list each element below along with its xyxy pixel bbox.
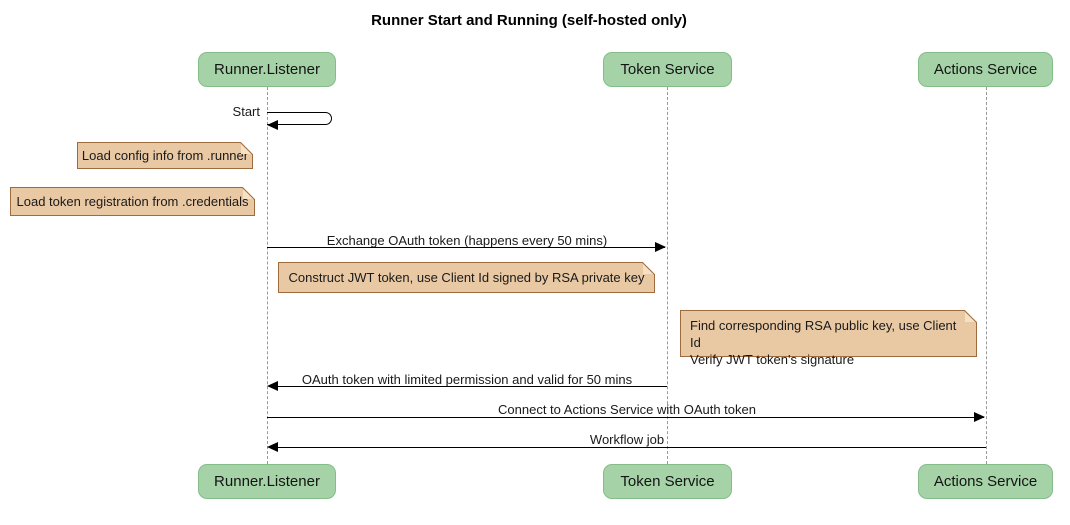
message-line <box>267 417 984 418</box>
message-label-oauth-token-back: OAuth token with limited permission and … <box>301 372 633 387</box>
actor-actions-service-bottom: Actions Service <box>918 464 1053 499</box>
actor-label: Token Service <box>620 61 715 78</box>
lifeline-actions-service <box>986 87 987 464</box>
actor-runner-listener-bottom: Runner.Listener <box>198 464 336 499</box>
actor-actions-service-top: Actions Service <box>918 52 1053 87</box>
note-text-line: Find corresponding RSA public key, use C… <box>690 318 957 350</box>
arrowhead-right-icon <box>655 242 666 252</box>
note-load-token-registration: Load token registration from .credential… <box>10 187 255 216</box>
note-text-line: Verify JWT token's signature <box>690 352 855 367</box>
actor-runner-listener-top: Runner.Listener <box>198 52 336 87</box>
self-message-loop <box>267 112 332 125</box>
arrowhead-left-icon <box>267 120 278 130</box>
note-verify-jwt: Find corresponding RSA public key, use C… <box>680 310 977 367</box>
message-label-workflow-job: Workflow job <box>589 432 665 447</box>
actor-label: Runner.Listener <box>214 61 320 78</box>
actor-token-service-bottom: Token Service <box>603 464 732 499</box>
note-load-config: Load config info from .runner <box>77 142 253 169</box>
diagram-title: Runner Start and Running (self-hosted on… <box>371 12 687 29</box>
message-label-connect-actions: Connect to Actions Service with OAuth to… <box>498 402 756 417</box>
arrowhead-left-icon <box>267 381 278 391</box>
actor-label: Actions Service <box>933 473 1038 490</box>
actor-token-service-top: Token Service <box>603 52 732 87</box>
message-label-start: Start <box>232 104 260 119</box>
actor-label: Runner.Listener <box>214 473 320 490</box>
message-line <box>267 247 665 248</box>
note-text: Load config info from .runner <box>81 148 249 163</box>
actor-label: Actions Service <box>933 61 1038 78</box>
message-line <box>269 386 667 387</box>
arrowhead-right-icon <box>974 412 985 422</box>
lifeline-token-service <box>667 87 668 464</box>
lifeline-runner-listener <box>267 87 268 464</box>
message-line <box>269 447 986 448</box>
note-text: Load token registration from .credential… <box>16 194 249 209</box>
message-label-exchange-oauth: Exchange OAuth token (happens every 50 m… <box>326 233 608 248</box>
note-construct-jwt: Construct JWT token, use Client Id signe… <box>278 262 655 293</box>
actor-label: Token Service <box>620 473 715 490</box>
note-text: Construct JWT token, use Client Id signe… <box>288 270 645 285</box>
arrowhead-left-icon <box>267 442 278 452</box>
